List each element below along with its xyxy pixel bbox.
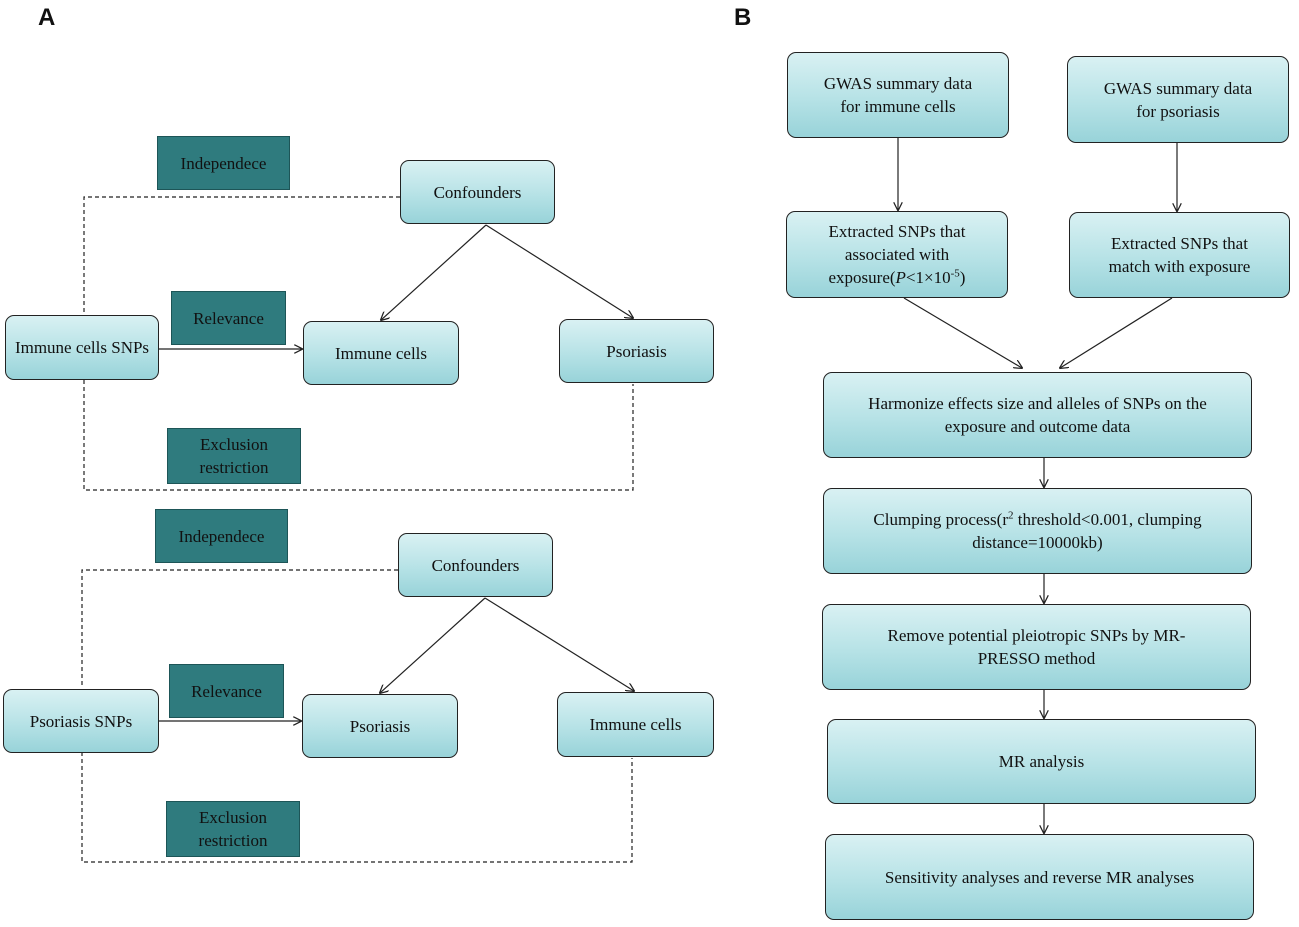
panel-letter-a: A — [38, 4, 56, 31]
label-independence-top: Independece — [157, 136, 290, 190]
dashed-confounder-instrument — [81, 569, 398, 688]
node-extract-match: Extracted SNPs that match with exposure — [1069, 212, 1290, 298]
node-mr-analysis: MR analysis — [827, 719, 1256, 804]
node-confounders-top: Confounders — [400, 160, 555, 224]
node-instrument-bottom: Psoriasis SNPs — [3, 689, 159, 753]
arrow-extract-match-harmonize — [1060, 297, 1173, 368]
clumping-text: Clumping process(r2 threshold<0.001, clu… — [873, 509, 1202, 552]
node-mr-presso: Remove potential pleiotropic SNPs by MR-… — [822, 604, 1251, 690]
node-sensitivity: Sensitivity analyses and reverse MR anal… — [825, 834, 1254, 920]
label-exclusion-top: Exclusion restriction — [167, 428, 301, 484]
arrow-confounder-outcome — [484, 597, 634, 691]
label-independence-bottom: Independece — [155, 509, 288, 563]
dashed-exclusion-path — [81, 752, 633, 863]
panel-letter-b: B — [734, 4, 752, 31]
panel-a-bottom-edges — [81, 569, 634, 863]
node-instrument-top: Immune cells SNPs — [5, 315, 159, 380]
arrow-confounder-exposure — [380, 597, 486, 693]
node-harmonize: Harmonize effects size and alleles of SN… — [823, 372, 1252, 458]
node-extract-exposure: Extracted SNPs that associated with expo… — [786, 211, 1008, 298]
label-relevance-bottom: Relevance — [169, 664, 284, 718]
node-exposure-top: Immune cells — [303, 321, 459, 385]
panel-b-edges — [898, 138, 1177, 833]
arrow-confounder-exposure — [381, 224, 487, 320]
extract-exposure-text: Extracted SNPs that associated with expo… — [828, 222, 966, 287]
node-exposure-bottom: Psoriasis — [302, 694, 458, 758]
arrow-confounder-outcome — [485, 224, 633, 318]
node-gwas-immune: GWAS summary data for immune cells — [787, 52, 1009, 138]
node-outcome-top: Psoriasis — [559, 319, 714, 383]
node-confounders-bottom: Confounders — [398, 533, 553, 597]
node-outcome-bottom: Immune cells — [557, 692, 714, 757]
panel-a-top-edges — [83, 196, 633, 491]
arrow-extract-exposure-harmonize — [903, 297, 1022, 368]
node-gwas-psoriasis: GWAS summary data for psoriasis — [1067, 56, 1289, 143]
dashed-confounder-instrument — [83, 196, 400, 314]
label-exclusion-bottom: Exclusion restriction — [166, 801, 300, 857]
node-clumping: Clumping process(r2 threshold<0.001, clu… — [823, 488, 1252, 574]
label-relevance-top: Relevance — [171, 291, 286, 345]
